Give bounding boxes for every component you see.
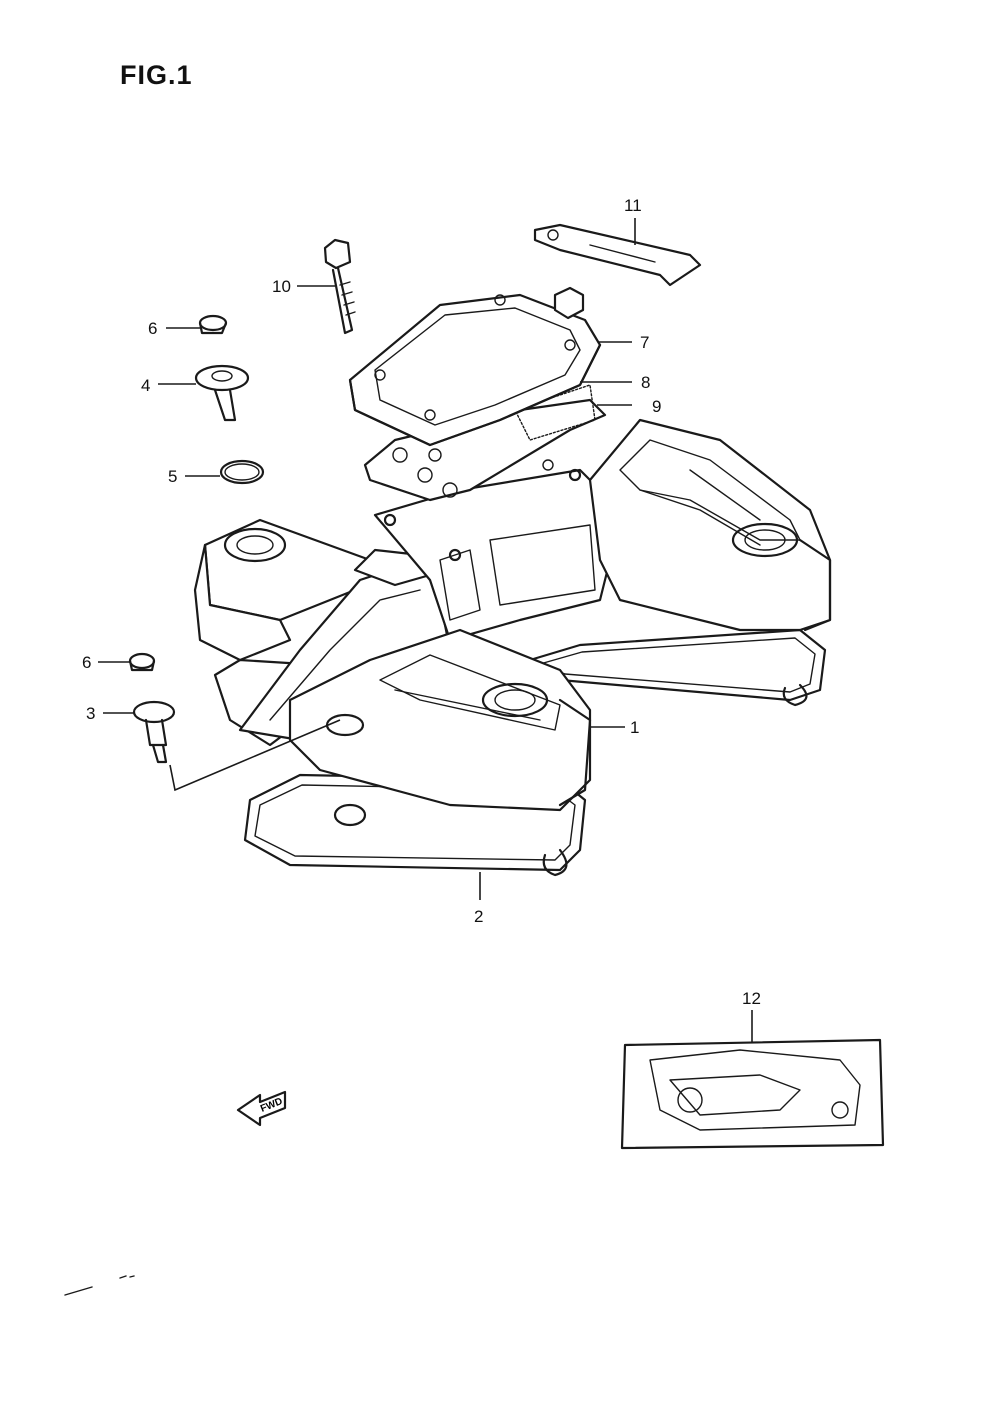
leader-lines xyxy=(98,218,753,1043)
callout-4: 4 xyxy=(141,376,150,395)
cylinder-head-cover[interactable] xyxy=(193,418,832,812)
callout-6-lower: 6 xyxy=(82,653,91,672)
scan-mark xyxy=(64,1275,135,1296)
callout-2: 2 xyxy=(474,907,483,926)
cap-upper[interactable] xyxy=(198,314,228,335)
callout-1: 1 xyxy=(630,718,639,737)
cap-lower[interactable] xyxy=(128,652,156,672)
fwd-label: FWD xyxy=(259,1096,284,1115)
callout-8: 8 xyxy=(641,373,650,392)
bolt[interactable] xyxy=(323,238,356,335)
callout-6-upper: 6 xyxy=(148,319,157,338)
forward-arrow-icon: FWD xyxy=(236,1090,287,1127)
o-ring[interactable] xyxy=(219,459,265,485)
breather-cover[interactable] xyxy=(348,286,602,447)
breather-element[interactable] xyxy=(514,384,596,441)
callout-11: 11 xyxy=(624,196,642,215)
figure-title: FIG.1 xyxy=(120,60,193,90)
callout-7: 7 xyxy=(640,333,649,352)
washer-bolt[interactable] xyxy=(194,364,250,422)
callout-12: 12 xyxy=(742,989,761,1008)
callout-9: 9 xyxy=(652,397,661,416)
gasket-set-kit[interactable] xyxy=(620,1038,885,1150)
callout-10: 10 xyxy=(272,277,291,296)
clamp-plate[interactable] xyxy=(533,223,702,287)
screw[interactable] xyxy=(132,700,176,764)
callout-3: 3 xyxy=(86,704,95,723)
install-leader xyxy=(169,719,341,792)
callout-5: 5 xyxy=(168,467,177,486)
